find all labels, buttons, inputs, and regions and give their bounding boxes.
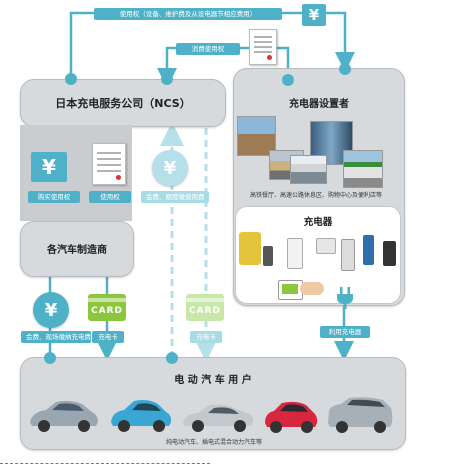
ev-caption: 纯电动汽车、插电式混合动力汽车等	[166, 439, 263, 446]
photo-restaurant	[237, 116, 276, 156]
connector-dot	[339, 63, 351, 75]
card-terminal-icon	[278, 280, 303, 300]
charger-unit-icon	[287, 238, 303, 269]
charging-card-icon-pale: CARD	[186, 294, 224, 321]
charging-card-label-2: 充电卡	[190, 331, 222, 343]
car-silver-sedan	[183, 404, 254, 432]
member-fee-label: 会费、额度缴使用费	[141, 191, 209, 203]
ncs-title: 日本充电服务公司（NCS）	[55, 97, 191, 110]
yen-coin-icon: ¥	[33, 292, 69, 328]
charger-title: 充电器	[303, 217, 333, 228]
yen-icon: ¥	[302, 4, 326, 26]
installer-caption: 高铁餐厅、高速公路休息区、购物中心及便利店等	[250, 192, 383, 199]
plug-icon	[337, 287, 353, 309]
connector-dot	[65, 73, 77, 85]
charger-unit-icon	[263, 246, 273, 266]
installer-title: 充电器设置者	[289, 99, 349, 110]
ev-users-title: 电 动 汽 车 用 户	[174, 375, 252, 386]
document-icon	[92, 143, 126, 185]
charger-unit-icon	[239, 232, 261, 265]
bottom-rule	[0, 463, 210, 464]
charging-card-label: 充电卡	[92, 331, 124, 343]
use-right-label: 使用权	[89, 191, 131, 203]
consumption-right-label: 消费使用权	[176, 43, 240, 55]
car-red-compact	[265, 401, 318, 433]
yen-coin-icon: ¥	[152, 150, 188, 186]
charger-unit-icon	[341, 239, 355, 271]
hand-icon	[300, 282, 324, 295]
car-blue-hatchback	[111, 400, 172, 432]
charging-card-icon: CARD	[88, 294, 126, 321]
connector-dot	[161, 73, 173, 85]
yen-icon: ¥	[31, 152, 67, 182]
car-silver-suv	[328, 397, 393, 433]
car-silver-hatchback	[30, 400, 98, 432]
connector-dot	[282, 74, 294, 86]
buy-right-label: 购买使用权	[28, 191, 80, 203]
document-icon	[249, 29, 277, 65]
ev-users-box: 电 动 汽 车 用 户	[20, 357, 406, 450]
charger-unit-icon	[316, 238, 336, 254]
top-flow-label: 使用权（设备、维护费及从设电器节相应费用）	[94, 8, 282, 20]
ncs-box: 日本充电服务公司（NCS）	[20, 79, 226, 127]
member-fee-label-2: 会费、现场缴纳充电费	[21, 331, 91, 343]
charger-unit-icon	[383, 241, 396, 266]
charger-unit-icon	[363, 235, 374, 265]
connector-dot	[44, 352, 56, 364]
manufacturer-title: 各汽车制造商	[47, 245, 107, 256]
photo-convenience-store	[343, 150, 383, 188]
photo-gas-station	[290, 155, 327, 184]
manufacturer-box: 各汽车制造商	[20, 221, 134, 277]
use-charger-label: 利用充电器	[320, 326, 370, 338]
connector-dot	[166, 352, 178, 364]
